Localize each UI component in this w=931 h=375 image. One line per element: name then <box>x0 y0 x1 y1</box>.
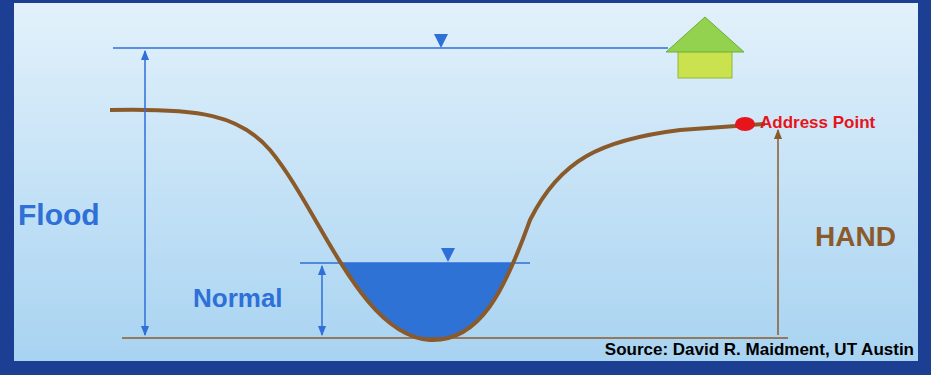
address-point-label: Address Point <box>760 114 875 133</box>
normal-depth-arrow <box>321 266 323 335</box>
terrain-profile <box>110 110 765 340</box>
address-point-dot <box>735 117 755 131</box>
level-symbol <box>441 248 455 262</box>
flood-depth-arrow <box>144 51 146 335</box>
hand-label: HAND <box>815 222 896 253</box>
level-symbol <box>434 34 448 48</box>
house-body <box>678 50 732 78</box>
datum-line <box>122 337 788 339</box>
house-roof <box>666 17 744 52</box>
hand-arrow <box>777 130 779 335</box>
source-caption: Source: David R. Maidment, UT Austin <box>605 341 914 360</box>
normal-level <box>300 262 530 264</box>
normal-label: Normal <box>193 284 283 313</box>
flood-level <box>113 47 668 49</box>
flood-label: Flood <box>18 198 100 231</box>
